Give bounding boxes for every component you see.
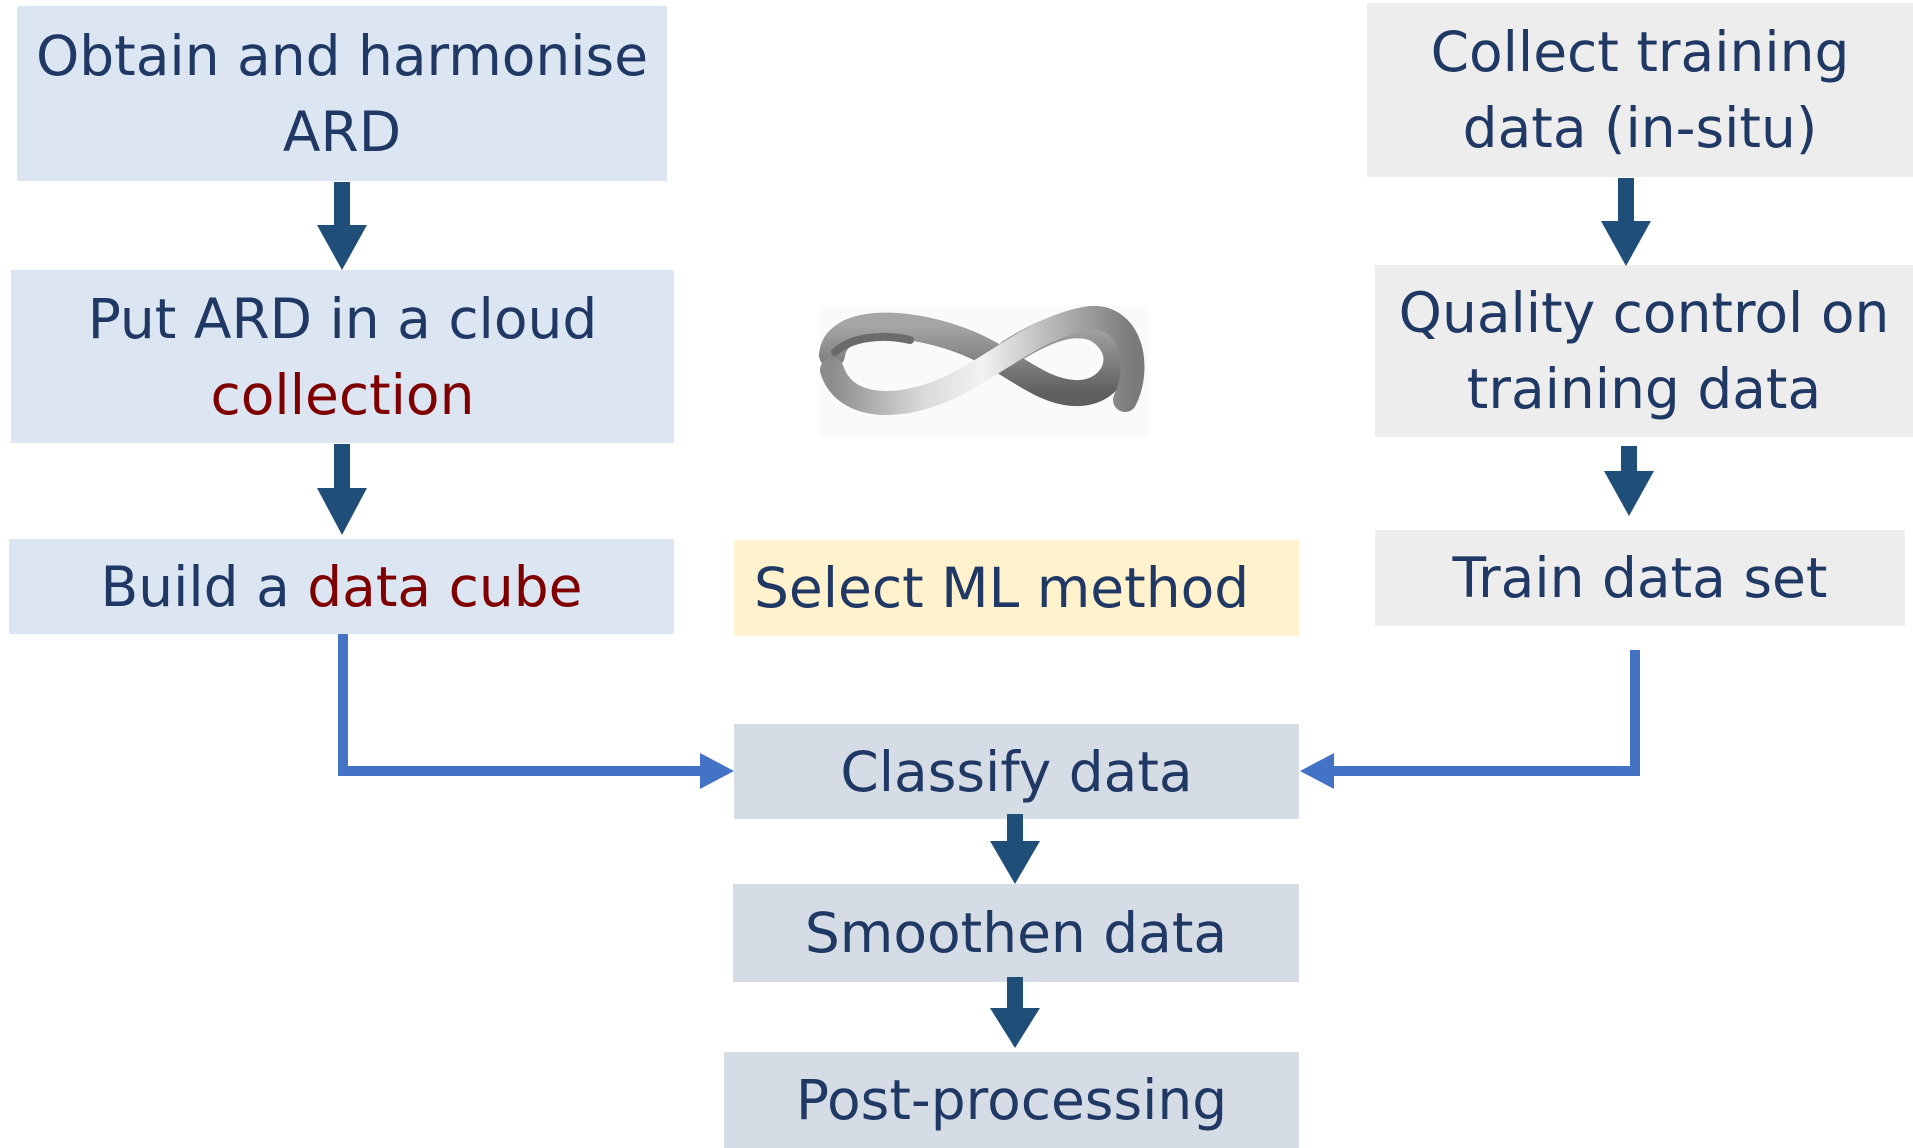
arrow-train-to-classify (1300, 650, 1640, 789)
step-build-prefix: Build a (100, 554, 308, 619)
step-select-label: Select ML method (754, 556, 1250, 620)
step-obtain-line2: ARD (282, 99, 402, 164)
step-obtain-harmonise-ard: Obtain and harmonise ARD (17, 6, 667, 181)
step-quality-line1: Quality control on (1398, 281, 1890, 345)
arrow-quality-to-train (1604, 446, 1654, 516)
step-train-label: Train data set (1452, 546, 1828, 610)
step-classify-data: Classify data (734, 724, 1299, 819)
step-put-ard-in-cloud: Put ARD in a cloud collection (11, 270, 674, 443)
step-obtain-line1: Obtain and harmonise (35, 23, 649, 88)
infinity-ribbon-icon (819, 305, 1148, 437)
arrow-put-to-build (317, 444, 367, 535)
step-collect-training-data: Collect training data (in-situ) (1367, 3, 1913, 177)
step-smoothen-label: Smoothen data (804, 901, 1228, 965)
arrow-build-to-classify (338, 634, 734, 789)
step-build-accent: data cube (307, 554, 583, 619)
step-select-ml-method: Select ML method (734, 540, 1299, 636)
step-collect-line2: data (in-situ) (1462, 96, 1818, 160)
arrow-obtain-to-put (317, 182, 367, 270)
step-post-processing: Post-processing (724, 1052, 1299, 1148)
step-smoothen-data: Smoothen data (733, 884, 1299, 982)
step-build-data-cube: Build a data cube (9, 539, 674, 634)
step-quality-line2: training data (1466, 357, 1822, 421)
arrow-smoothen-to-post (990, 977, 1040, 1048)
step-post-label: Post-processing (795, 1068, 1228, 1132)
step-classify-label: Classify data (840, 739, 1193, 804)
step-quality-control: Quality control on training data (1375, 265, 1913, 437)
step-collect-line1: Collect training (1430, 20, 1850, 84)
arrow-classify-to-smoothen (990, 814, 1040, 884)
step-put-line1: Put ARD in a cloud (87, 286, 598, 351)
arrow-collect-to-quality (1601, 178, 1651, 266)
step-put-line2-accent: collection (210, 362, 475, 427)
step-train-data-set: Train data set (1375, 530, 1905, 626)
